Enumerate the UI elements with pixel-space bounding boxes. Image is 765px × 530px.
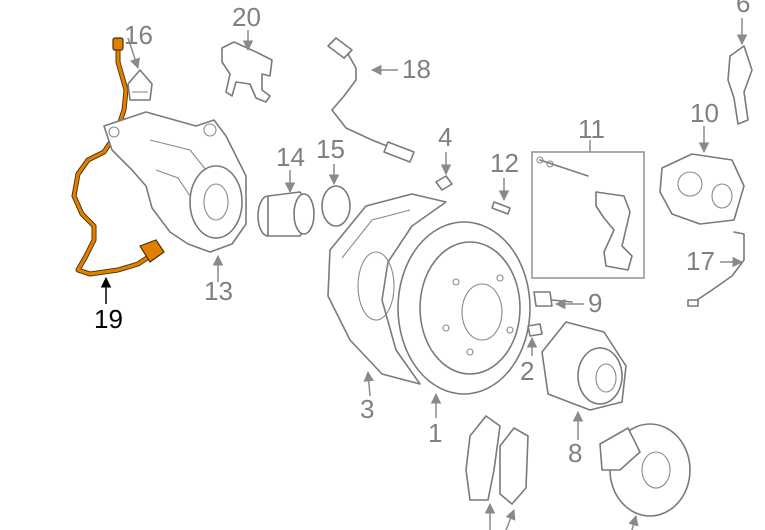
callout-13: 13: [204, 254, 233, 306]
callout-8: 8: [568, 410, 584, 468]
leader-hub: [628, 514, 639, 530]
label-13: 13: [204, 276, 233, 306]
snap-ring[interactable]: [321, 185, 351, 227]
callout-19: 19: [94, 276, 123, 334]
screw-12[interactable]: [491, 201, 511, 215]
callout-6: 6: [736, 0, 750, 46]
brake-pads[interactable]: [465, 415, 529, 505]
label-15: 15: [316, 134, 345, 164]
bolt-2[interactable]: [527, 323, 543, 337]
label-16: 16: [124, 20, 153, 50]
wheel-hub[interactable]: [599, 423, 691, 517]
dust-shield[interactable]: [327, 193, 447, 385]
caliper-bracket-kit[interactable]: [531, 151, 645, 279]
brake-caliper[interactable]: [659, 153, 745, 225]
mounting-bracket[interactable]: [221, 41, 273, 103]
callout-3: 3: [360, 370, 374, 424]
callout-16: 16: [124, 20, 153, 69]
caliper-spring[interactable]: [727, 45, 753, 125]
callout-1: 1: [428, 392, 442, 448]
callout-10: 10: [690, 98, 719, 154]
label-18: 18: [402, 54, 431, 84]
label-6: 6: [736, 0, 750, 18]
callout-15: 15: [316, 134, 345, 186]
brake-rotor[interactable]: [397, 221, 531, 395]
callout-14: 14: [276, 142, 305, 194]
label-1: 1: [428, 418, 442, 448]
callout-2: 2: [520, 336, 538, 386]
label-12: 12: [490, 148, 519, 178]
callout-11: 11: [578, 114, 605, 152]
label-4: 4: [438, 122, 452, 152]
label-19: 19: [94, 304, 123, 334]
hub-bearing[interactable]: [541, 321, 627, 411]
callout-4: 4: [438, 122, 452, 176]
abs-sensor-wire[interactable]: [71, 37, 165, 277]
label-9: 9: [588, 288, 602, 318]
label-17: 17: [686, 246, 715, 276]
callout-18: 18: [370, 54, 431, 84]
leader-pad-b: [505, 509, 516, 530]
callout-17: 17: [686, 246, 744, 276]
label-8: 8: [568, 438, 582, 468]
label-10: 10: [690, 98, 719, 128]
bushing[interactable]: [257, 191, 315, 237]
brake-hose[interactable]: [327, 37, 415, 163]
label-3: 3: [360, 394, 374, 424]
label-14: 14: [276, 142, 305, 172]
callout-12: 12: [490, 148, 519, 202]
callout-20: 20: [232, 2, 261, 52]
wheel-carrier[interactable]: [103, 111, 247, 253]
callout-9: 9: [554, 288, 602, 318]
label-20: 20: [232, 2, 261, 32]
label-2: 2: [520, 356, 534, 386]
pad-wear-sensor[interactable]: [687, 231, 745, 307]
bolt-4[interactable]: [435, 175, 453, 191]
sensor-grommet[interactable]: [127, 69, 153, 101]
label-11: 11: [578, 114, 605, 144]
